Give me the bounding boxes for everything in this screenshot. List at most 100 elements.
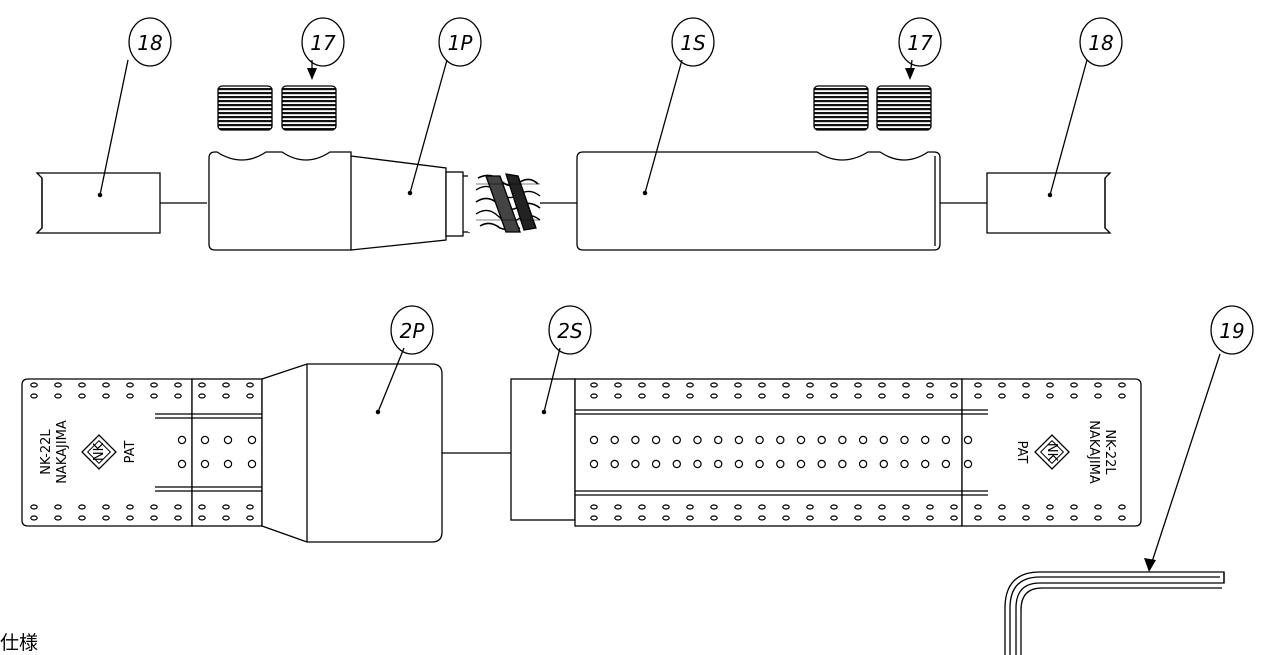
perforation-slot <box>1070 504 1078 510</box>
perforation-hole <box>177 435 187 445</box>
perforation-slot <box>926 382 934 388</box>
perforation-slot <box>806 504 814 510</box>
perforation-slot <box>830 504 838 510</box>
perforation-slot <box>878 504 886 510</box>
perforation-hole <box>755 459 764 469</box>
perforation-slot <box>78 393 86 399</box>
perforation-slot <box>782 504 790 510</box>
perforation-slot <box>30 504 38 510</box>
perforation-slot <box>974 382 982 388</box>
perforation-slot <box>246 393 254 399</box>
perforation-slot <box>102 393 110 399</box>
callout-17-right <box>898 17 942 67</box>
callout-label-2p: 2P <box>400 319 426 343</box>
callout-1p <box>438 17 482 67</box>
svg-text:NK: NK <box>92 442 107 461</box>
spec-label: 仕様 <box>0 632 39 654</box>
perforation-slot <box>1046 504 1054 510</box>
perforation-slot <box>102 515 110 521</box>
perforation-slot <box>1094 393 1102 399</box>
perforation-slot <box>1118 393 1126 399</box>
callout-label-18-right: 18 <box>1088 31 1113 55</box>
perforation-slot <box>590 515 598 521</box>
perforation-slot <box>902 382 910 388</box>
perforation-hole <box>247 435 257 445</box>
perforation-slot <box>614 382 622 388</box>
callout-2s <box>548 305 592 355</box>
svg-text:NK: NK <box>1044 443 1059 462</box>
perforation-hole <box>651 459 661 469</box>
perforation-slot <box>150 515 158 521</box>
perforation-slot <box>758 393 766 399</box>
perforation-slot <box>126 515 134 521</box>
perforation-slot <box>758 382 766 388</box>
end-cap-right <box>986 172 1112 234</box>
perforation-slot <box>222 382 230 388</box>
perforation-hole <box>963 435 973 445</box>
perforation-slot <box>830 515 838 521</box>
perforation-slot <box>854 382 862 388</box>
perforation-slot <box>1118 515 1126 521</box>
perforation-slot <box>686 515 694 521</box>
perforation-slot <box>638 504 646 510</box>
callout-18-left <box>128 17 172 67</box>
perforation-hole <box>921 459 930 469</box>
perforation-slot <box>854 515 862 521</box>
perforation-slot <box>638 515 646 521</box>
perforation-slot <box>662 393 670 399</box>
perforation-hole <box>651 435 661 445</box>
perforation-slot <box>950 393 958 399</box>
hex-key <box>1004 353 1225 655</box>
perforation-slot <box>198 393 206 399</box>
perforation-slot <box>614 504 622 510</box>
perforation-hole <box>589 435 599 445</box>
handle-part-1s <box>576 151 941 251</box>
perforation-hole <box>900 435 909 445</box>
perforation-slot <box>1046 393 1054 399</box>
perforation-hole <box>672 459 682 469</box>
perforation-slot <box>638 382 646 388</box>
perforation-slot <box>30 393 38 399</box>
perforation-slot <box>926 393 934 399</box>
perforation-hole <box>610 435 619 445</box>
perforation-slot <box>782 382 790 388</box>
perforation-slot <box>686 504 694 510</box>
perforation-hole <box>963 459 973 469</box>
perforation-hole <box>796 459 806 469</box>
perforation-hole <box>714 459 723 469</box>
perforation-slot <box>782 393 790 399</box>
perforation-hole <box>941 435 951 445</box>
perforation-slot <box>878 393 886 399</box>
perforation-slot <box>222 504 230 510</box>
perforation-slot <box>902 393 910 399</box>
nk-logo-left: NK <box>81 434 117 470</box>
perforation-slot <box>998 504 1006 510</box>
perforation-slot <box>222 515 230 521</box>
perforation-hole <box>177 459 187 469</box>
grip-right-maker: NAKAJIMA <box>1086 420 1101 484</box>
perforation-slot <box>1118 504 1126 510</box>
perforation-slot <box>1094 515 1102 521</box>
perforation-slot <box>1118 382 1126 388</box>
perforation-slot <box>126 382 134 388</box>
perforation-slot <box>686 393 694 399</box>
perforation-hole <box>734 459 744 469</box>
perforation-slot <box>30 515 38 521</box>
perforation-slot <box>926 504 934 510</box>
perforation-hole <box>693 459 702 469</box>
perforation-hole <box>858 435 868 445</box>
perforation-hole <box>776 435 785 445</box>
perforation-slot <box>758 515 766 521</box>
perforation-slot <box>950 382 958 388</box>
perforation-hole <box>693 435 702 445</box>
perforation-slot <box>782 515 790 521</box>
perforation-hole <box>247 459 257 469</box>
perforation-slot <box>854 393 862 399</box>
handle-part-1p <box>208 151 470 251</box>
perforation-hole <box>631 435 640 445</box>
callout-2p <box>390 305 434 355</box>
perforation-slot <box>174 382 182 388</box>
perforation-slot <box>246 515 254 521</box>
perforation-slot <box>998 515 1006 521</box>
